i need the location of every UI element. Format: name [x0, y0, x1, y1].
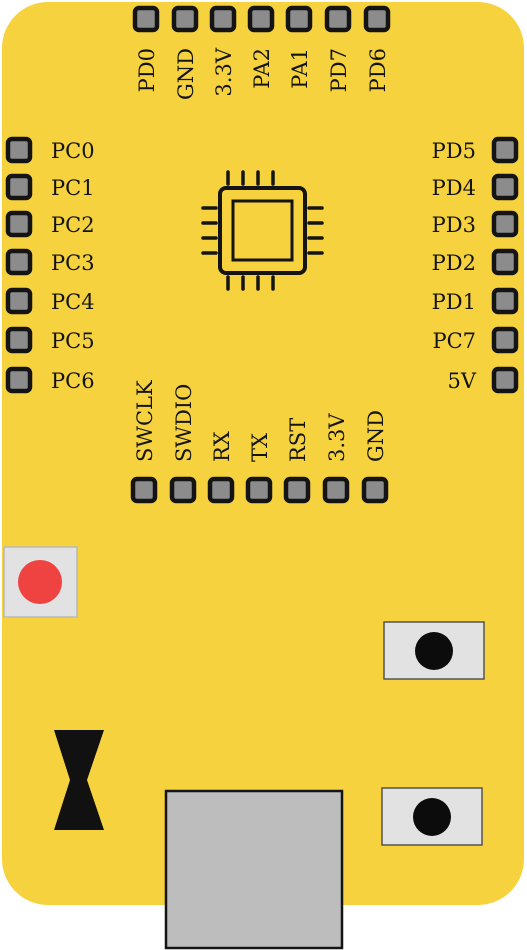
- pin-label: PD0: [135, 48, 159, 92]
- pin-pd1: [491, 287, 519, 315]
- pin-label: RX: [210, 431, 234, 462]
- red-led-icon: [3, 546, 78, 618]
- pin-label: PA2: [250, 48, 274, 89]
- pin-label: PD5: [432, 139, 476, 163]
- pin-pc7: [491, 326, 519, 354]
- pin-pc5: [5, 326, 33, 354]
- pin-label: TX: [248, 433, 272, 462]
- pin-label: PC6: [51, 369, 95, 393]
- pin-33v: [209, 5, 237, 33]
- pin-label: 5V: [447, 369, 476, 393]
- pin-label: SWCLK: [133, 380, 157, 462]
- pin-label: GND: [174, 48, 198, 100]
- pin-rx: [207, 476, 235, 504]
- pin-pc0: [5, 136, 33, 164]
- pin-label: PC3: [51, 251, 95, 275]
- microcontroller-chip-icon: [201, 170, 324, 291]
- pin-pd5: [491, 136, 519, 164]
- push-button-icon[interactable]: [383, 621, 485, 680]
- usb-connector-icon: [164, 789, 344, 950]
- pin-label: PD1: [432, 290, 476, 314]
- pin-swdio: [169, 476, 197, 504]
- pin-pc6: [5, 366, 33, 394]
- bottom-pin-header: SWCLK SWDIO RX TX RST 3.3V GND: [130, 380, 389, 504]
- pin-label: PC7: [432, 329, 476, 353]
- pin-label: PC0: [51, 139, 95, 163]
- pin-label: PD7: [327, 48, 351, 92]
- pin-label: RST: [286, 418, 310, 462]
- pin-pd6: [363, 5, 391, 33]
- pin-pc1: [5, 173, 33, 201]
- pin-label: PC1: [51, 176, 95, 200]
- pin-pa1: [285, 5, 313, 33]
- pin-pc2: [5, 210, 33, 238]
- push-button-icon[interactable]: [381, 787, 483, 846]
- pin-label: PA1: [288, 48, 312, 89]
- pin-pd3: [491, 210, 519, 238]
- pin-pa2: [247, 5, 275, 33]
- pin-pd7: [324, 5, 352, 33]
- pin-33v: [322, 476, 350, 504]
- pin-gnd: [171, 5, 199, 33]
- pin-pd4: [491, 173, 519, 201]
- pin-label: PC5: [51, 329, 95, 353]
- pin-swclk: [130, 476, 158, 504]
- pin-label: SWDIO: [172, 384, 196, 462]
- pin-label: PD6: [366, 48, 390, 92]
- pin-label: PC2: [51, 213, 95, 237]
- pin-rst: [283, 476, 311, 504]
- pin-label: 3.3V: [212, 47, 236, 96]
- pin-label: PD3: [432, 213, 476, 237]
- pin-pd0: [132, 5, 160, 33]
- pin-5v: [491, 366, 519, 394]
- pin-gnd: [361, 476, 389, 504]
- pin-pc4: [5, 287, 33, 315]
- pin-label: GND: [364, 410, 388, 462]
- top-pin-header: PD0 GND 3.3V PA2 PA1 PD7 PD6: [132, 5, 391, 100]
- pin-label: PC4: [51, 290, 95, 314]
- pin-label: 3.3V: [325, 413, 349, 462]
- pin-label: PD2: [432, 251, 476, 275]
- pin-pd2: [491, 248, 519, 276]
- pin-tx: [245, 476, 273, 504]
- pin-pc3: [5, 248, 33, 276]
- pin-label: PD4: [432, 176, 476, 200]
- jumper-connector-icon: [54, 730, 104, 830]
